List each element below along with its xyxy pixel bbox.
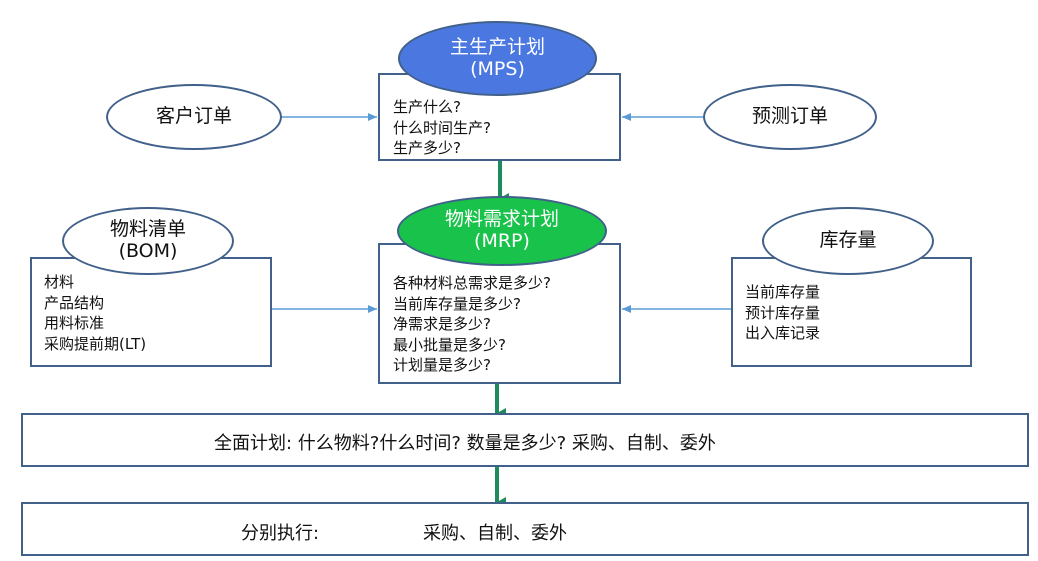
- mrp-question: 计划量是多少?: [393, 356, 491, 374]
- overall-plan-box: 全面计划: 什么物料?什么时间? 数量是多少? 采购、自制、委外: [21, 413, 1029, 467]
- mrp-title: 物料需求计划: [444, 208, 559, 231]
- inventory-item: 当前库存量: [745, 283, 821, 301]
- overall-plan-text: 全面计划: 什么物料?什么时间? 数量是多少? 采购、自制、委外: [214, 433, 716, 454]
- execution-text: 采购、自制、委外: [423, 523, 567, 544]
- mrp-question: 最小批量是多少?: [393, 335, 506, 354]
- mps-title: 主生产计划: [449, 35, 545, 58]
- bom-box: 材料 产品结构 用料标准 采购提前期(LT): [30, 257, 272, 367]
- mrp-subtitle: (MRP): [474, 230, 530, 252]
- mps-question: 生产什么?: [393, 98, 461, 116]
- mps-subtitle: (MPS): [470, 57, 525, 80]
- execution-box: 分别执行: 采购、自制、委外: [21, 502, 1029, 556]
- inventory-box: 当前库存量 预计库存量 出入库记录: [731, 257, 972, 367]
- bom-item: 材料: [44, 273, 75, 291]
- customer-order-oval: 客户订单: [106, 84, 282, 150]
- bom-title: 物料清单: [109, 218, 186, 241]
- inventory-item: 预计库存量: [745, 303, 821, 322]
- bom-item: 用料标准: [44, 314, 105, 332]
- bom-item: 产品结构: [44, 293, 105, 312]
- bom-item: 采购提前期(LT): [44, 334, 147, 353]
- mrp-oval: 物料需求计划 (MRP): [397, 196, 607, 266]
- inventory-item: 出入库记录: [745, 324, 821, 342]
- mps-question: 什么时间生产?: [393, 118, 491, 137]
- mps-questions: 生产什么? 什么时间生产? 生产多少?: [393, 97, 491, 159]
- mrp-question: 当前库存量是多少?: [393, 294, 521, 313]
- mps-oval: 主生产计划 (MPS): [398, 21, 597, 96]
- execution-label: 分别执行:: [241, 523, 320, 544]
- mps-question: 生产多少?: [393, 139, 461, 157]
- mrp-questions: 各种材料总需求是多少? 当前库存量是多少? 净需求是多少? 最小批量是多少? 计…: [393, 273, 551, 376]
- bom-oval: 物料清单 (BOM): [62, 207, 234, 275]
- inventory-title: 库存量: [819, 229, 877, 252]
- mrp-question: 净需求是多少?: [393, 315, 491, 333]
- inventory-oval: 库存量: [762, 207, 934, 275]
- bom-items: 材料 产品结构 用料标准 采购提前期(LT): [44, 272, 146, 354]
- inventory-items: 当前库存量 预计库存量 出入库记录: [745, 282, 820, 344]
- mrp-question: 各种材料总需求是多少?: [393, 274, 551, 292]
- bom-subtitle: (BOM): [118, 240, 178, 262]
- customer-order-label: 客户订单: [155, 105, 232, 128]
- forecast-order-oval: 预测订单: [703, 84, 877, 150]
- forecast-order-label: 预测订单: [751, 105, 828, 128]
